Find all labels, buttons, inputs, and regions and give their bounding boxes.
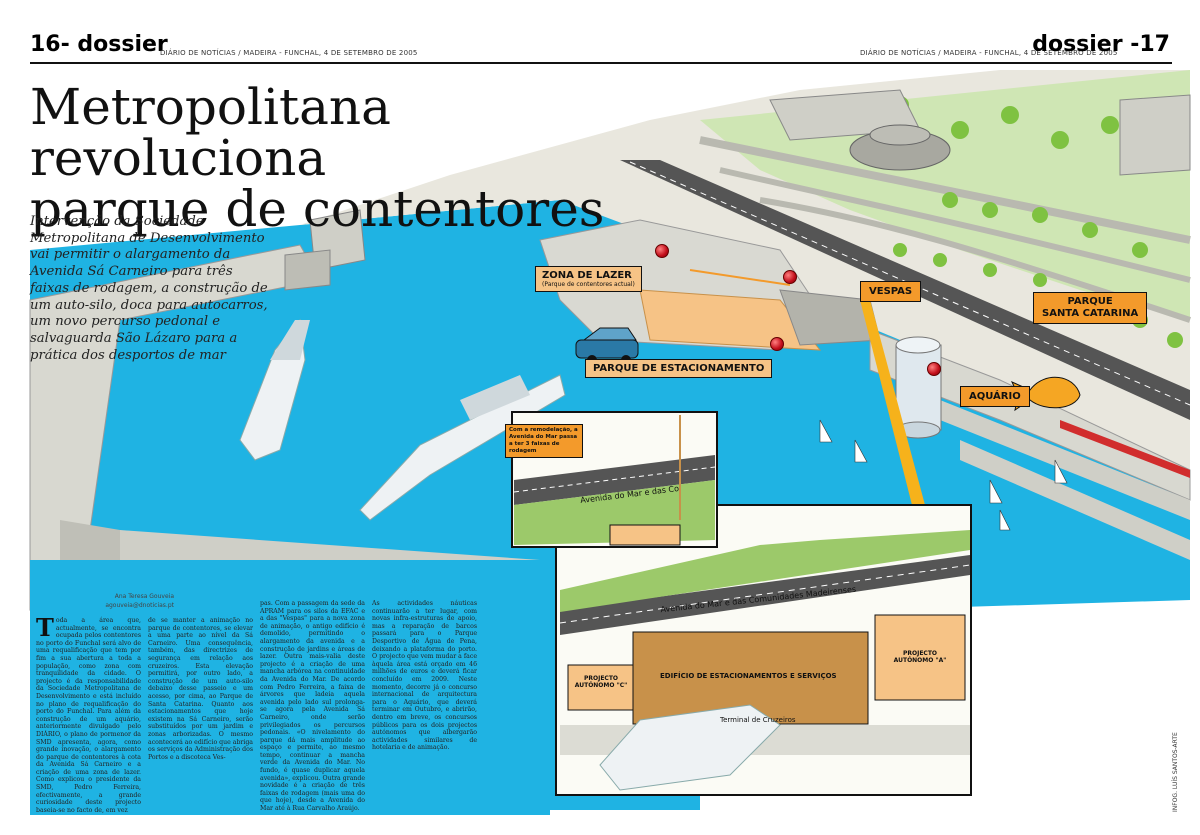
lede: Intervenção da Sociedade Metropolitana d… [30, 214, 268, 363]
article-panel [30, 560, 550, 815]
projecto-a-line1: PROJECTO [902, 650, 938, 657]
avenida-top-text-b: Co [667, 483, 680, 495]
article-author: Ana Teresa Gouveia [114, 593, 174, 600]
header-meta-right: DIÁRIO DE NOTÍCIAS / MADEIRA - FUNCHAL, … [860, 49, 1118, 57]
label-vespas: VESPAS [860, 281, 922, 302]
location-pin-aquario [927, 362, 941, 376]
note-remodelacao: Com a remodelação, a Avenida do Mar pass… [505, 424, 583, 458]
label-projecto-a: PROJECTO AUTÓNOMO "A" [880, 650, 960, 664]
label-terminal-cruzeiros: Terminal de Cruzeiros [720, 716, 796, 724]
article-column-3: pas. Com a passagem da sede da APRAM par… [260, 600, 365, 813]
illustration-credit: INFOG. LUÍS SANTOS-ARTE [1172, 732, 1179, 812]
article-email: agouveia@dnoticias.pt [105, 602, 174, 609]
label-zona-lazer-title: ZONA DE LAZER [542, 270, 632, 281]
label-edificio: EDIFÍCIO DE ESTACIONAMENTOS E SERVIÇOS [660, 672, 837, 680]
article-dropcap: T [36, 613, 54, 642]
label-zona-lazer: ZONA DE LAZER (Parque de contentores act… [535, 266, 642, 292]
page-number-right: dossier -17 [1032, 32, 1170, 57]
article-column-4: As actividades náuticas continuarão a te… [372, 600, 477, 752]
header-meta-left: DIÁRIO DE NOTÍCIAS / MADEIRA - FUNCHAL, … [160, 49, 418, 57]
projecto-c-line2: AUTÓNOMO "C" [574, 682, 628, 689]
headline-line-2: parque de contentores [30, 180, 605, 238]
headline-line-1: Metropolitana revoluciona [30, 78, 391, 187]
header-rule [30, 62, 1172, 64]
headline: Metropolitana revoluciona parque de cont… [30, 82, 610, 235]
projecto-a-line2: AUTÓNOMO "A" [893, 657, 947, 664]
label-projecto-c: PROJECTO AUTÓNOMO "C" [572, 675, 630, 689]
label-parque-sc-line1: PARQUE [1067, 296, 1113, 307]
article-column-1-text: oda a área que, actualmente, se encontra… [36, 617, 141, 814]
article-column-2: de se manter a animação no parque de con… [148, 617, 253, 761]
projecto-c-line1: PROJECTO [583, 675, 619, 682]
label-aquario: AQUÁRIO [960, 386, 1030, 407]
label-zona-lazer-sub: (Parque de contentores actual) [542, 281, 635, 288]
label-parque-sc-line2: SANTA CATARINA [1042, 308, 1139, 319]
location-pin-zona-lazer [655, 244, 669, 258]
page-number-left: 16- dossier [30, 32, 168, 57]
ship-left [239, 318, 310, 461]
location-pin-vespas [783, 270, 797, 284]
label-parque-estacionamento: PARQUE DE ESTACIONAMENTO [585, 359, 773, 378]
label-parque-santa-catarina: PARQUE SANTA CATARINA [1033, 292, 1148, 324]
location-pin-estacionamento [770, 337, 784, 351]
car-illustration [575, 327, 639, 365]
